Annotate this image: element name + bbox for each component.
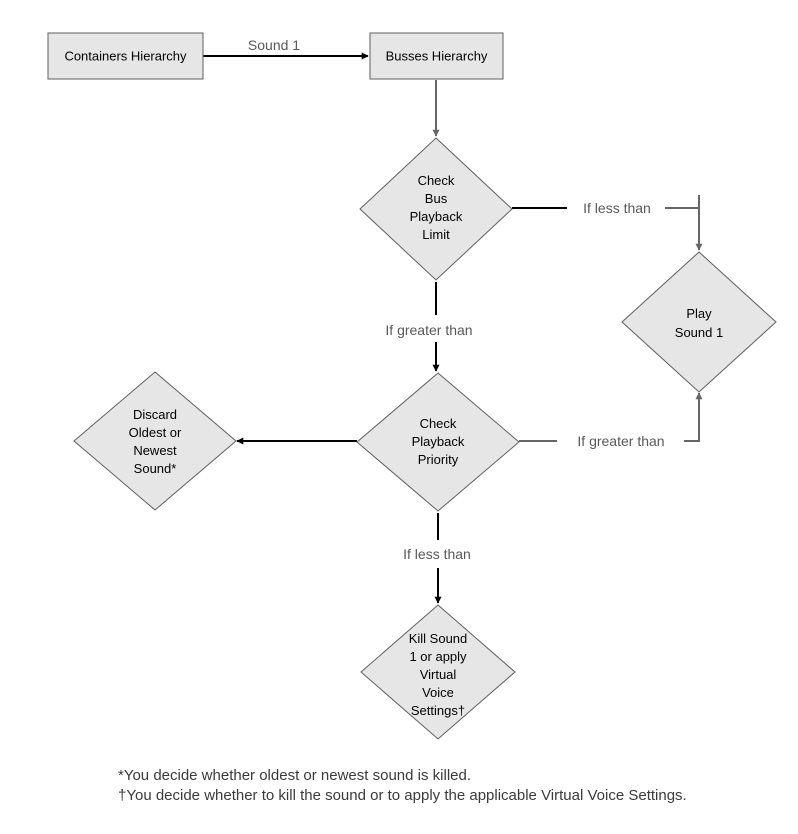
node-kill-line-2: 1 or apply xyxy=(409,649,467,664)
node-check-bus-line-3: Playback xyxy=(410,209,463,224)
node-busses-label: Busses Hierarchy xyxy=(386,49,488,64)
node-check-playback-priority: Check Playback Priority xyxy=(356,372,520,512)
node-discard-line-2: Oldest or xyxy=(129,425,182,440)
node-containers-hierarchy: Containers Hierarchy xyxy=(47,32,204,80)
node-discard-line-3: Newest xyxy=(133,443,177,458)
edge-label-priority-less-than: If less than xyxy=(403,546,471,562)
node-play-sound-1: Play Sound 1 xyxy=(621,251,777,393)
edge-check-bus-less-b xyxy=(665,207,703,251)
node-discard-line-4: Sound* xyxy=(134,461,177,476)
edge-priority-greater-b xyxy=(684,392,703,442)
edge-label-bus-less-than: If less than xyxy=(583,200,651,216)
node-kill-line-4: Voice xyxy=(422,685,454,700)
node-check-bus-line-1: Check xyxy=(418,173,455,188)
node-play-line-1: Play xyxy=(686,306,712,321)
footnotes: *You decide whether oldest or newest sou… xyxy=(118,766,687,806)
node-kill-line-1: Kill Sound xyxy=(409,631,468,646)
node-check-bus-line-4: Limit xyxy=(422,227,450,242)
node-kill-sound-or-apply-virtual-voice: Kill Sound 1 or apply Virtual Voice Sett… xyxy=(360,604,516,740)
node-containers-label: Containers Hierarchy xyxy=(64,49,187,64)
edge-label-bus-greater-than: If greater than xyxy=(385,322,472,338)
node-kill-line-3: Virtual xyxy=(420,667,457,682)
node-check-priority-line-3: Priority xyxy=(418,452,459,467)
node-check-bus-playback-limit: Check Bus Playback Limit xyxy=(359,137,513,281)
node-check-bus-line-2: Bus xyxy=(425,191,448,206)
flowchart: Sound 1 If less than If greater than If … xyxy=(47,32,777,740)
node-discard-oldest-or-newest: Discard Oldest or Newest Sound* xyxy=(73,371,237,511)
node-check-priority-line-1: Check xyxy=(420,416,457,431)
edge-label-sound-1: Sound 1 xyxy=(248,37,300,53)
node-busses-hierarchy: Busses Hierarchy xyxy=(369,32,504,80)
footnote-virtual-voice: †You decide whether to kill the sound or… xyxy=(118,787,687,804)
node-kill-line-5: Settings† xyxy=(411,703,465,718)
node-check-priority-line-2: Playback xyxy=(412,434,465,449)
edge-label-priority-greater-than: If greater than xyxy=(577,433,664,449)
footnote-oldest-newest: *You decide whether oldest or newest sou… xyxy=(118,767,471,784)
node-play-line-2: Sound 1 xyxy=(675,325,723,340)
node-discard-line-1: Discard xyxy=(133,407,177,422)
